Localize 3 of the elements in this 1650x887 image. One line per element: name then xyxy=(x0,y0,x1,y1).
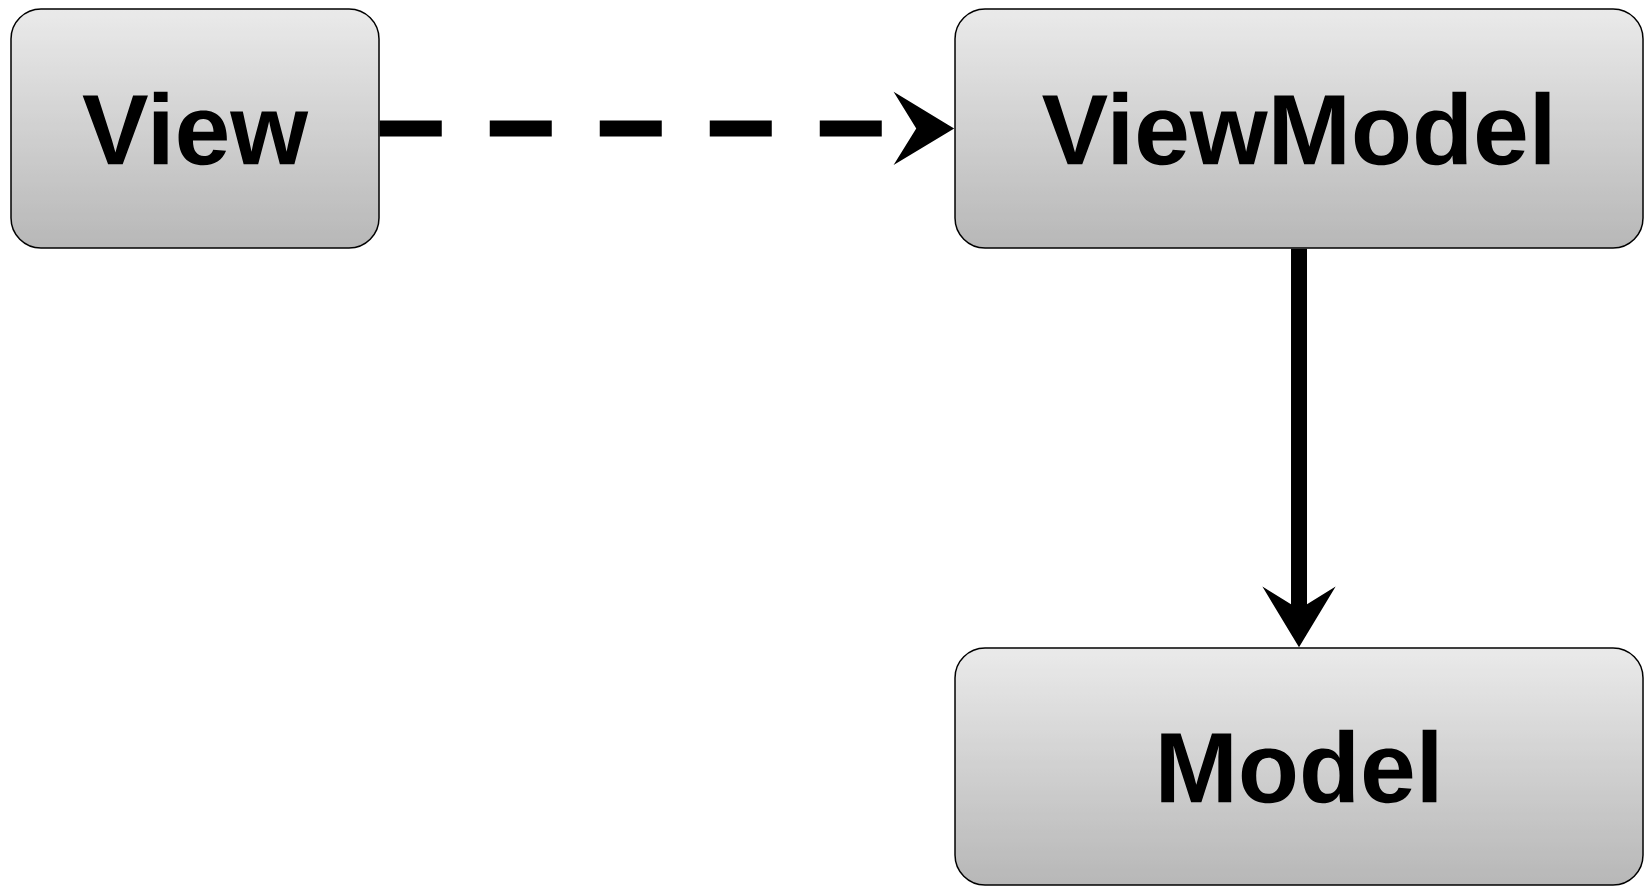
process-box: ViewModel xyxy=(954,8,1644,249)
process-box: View xyxy=(10,8,380,249)
process-box: Model xyxy=(954,647,1644,886)
